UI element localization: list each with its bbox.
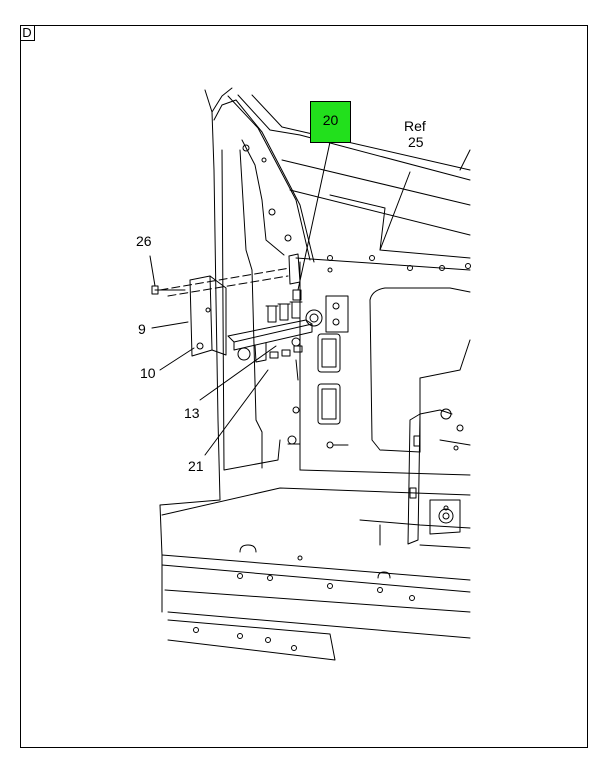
floor — [161, 487, 471, 661]
nuts-21 — [269, 337, 303, 381]
alignment-lines — [159, 267, 291, 297]
callout-20-highlight — [310, 101, 351, 143]
bolts-20 — [265, 289, 303, 323]
floor-bolts — [193, 255, 471, 651]
callout-13: 13 — [184, 405, 200, 421]
connector-blocks — [305, 295, 349, 425]
callout-20: 20 — [322, 112, 339, 128]
callout-21: 21 — [188, 458, 204, 474]
callout-9: 9 — [138, 321, 146, 337]
roof-edge — [237, 94, 471, 259]
shelf-bracket — [227, 253, 313, 363]
callout-26: 26 — [136, 233, 152, 249]
callout-25: 25 — [408, 134, 424, 150]
pillar-hardware — [242, 144, 349, 449]
callout-ref: Ref — [404, 118, 426, 134]
view-letter-label: D — [20, 25, 35, 41]
a-pillar — [159, 87, 315, 556]
rear-wall — [295, 257, 471, 476]
right-equipment — [407, 408, 471, 545]
diagram-frame — [20, 25, 588, 748]
callout-10: 10 — [140, 365, 156, 381]
leader-lines — [149, 141, 411, 456]
